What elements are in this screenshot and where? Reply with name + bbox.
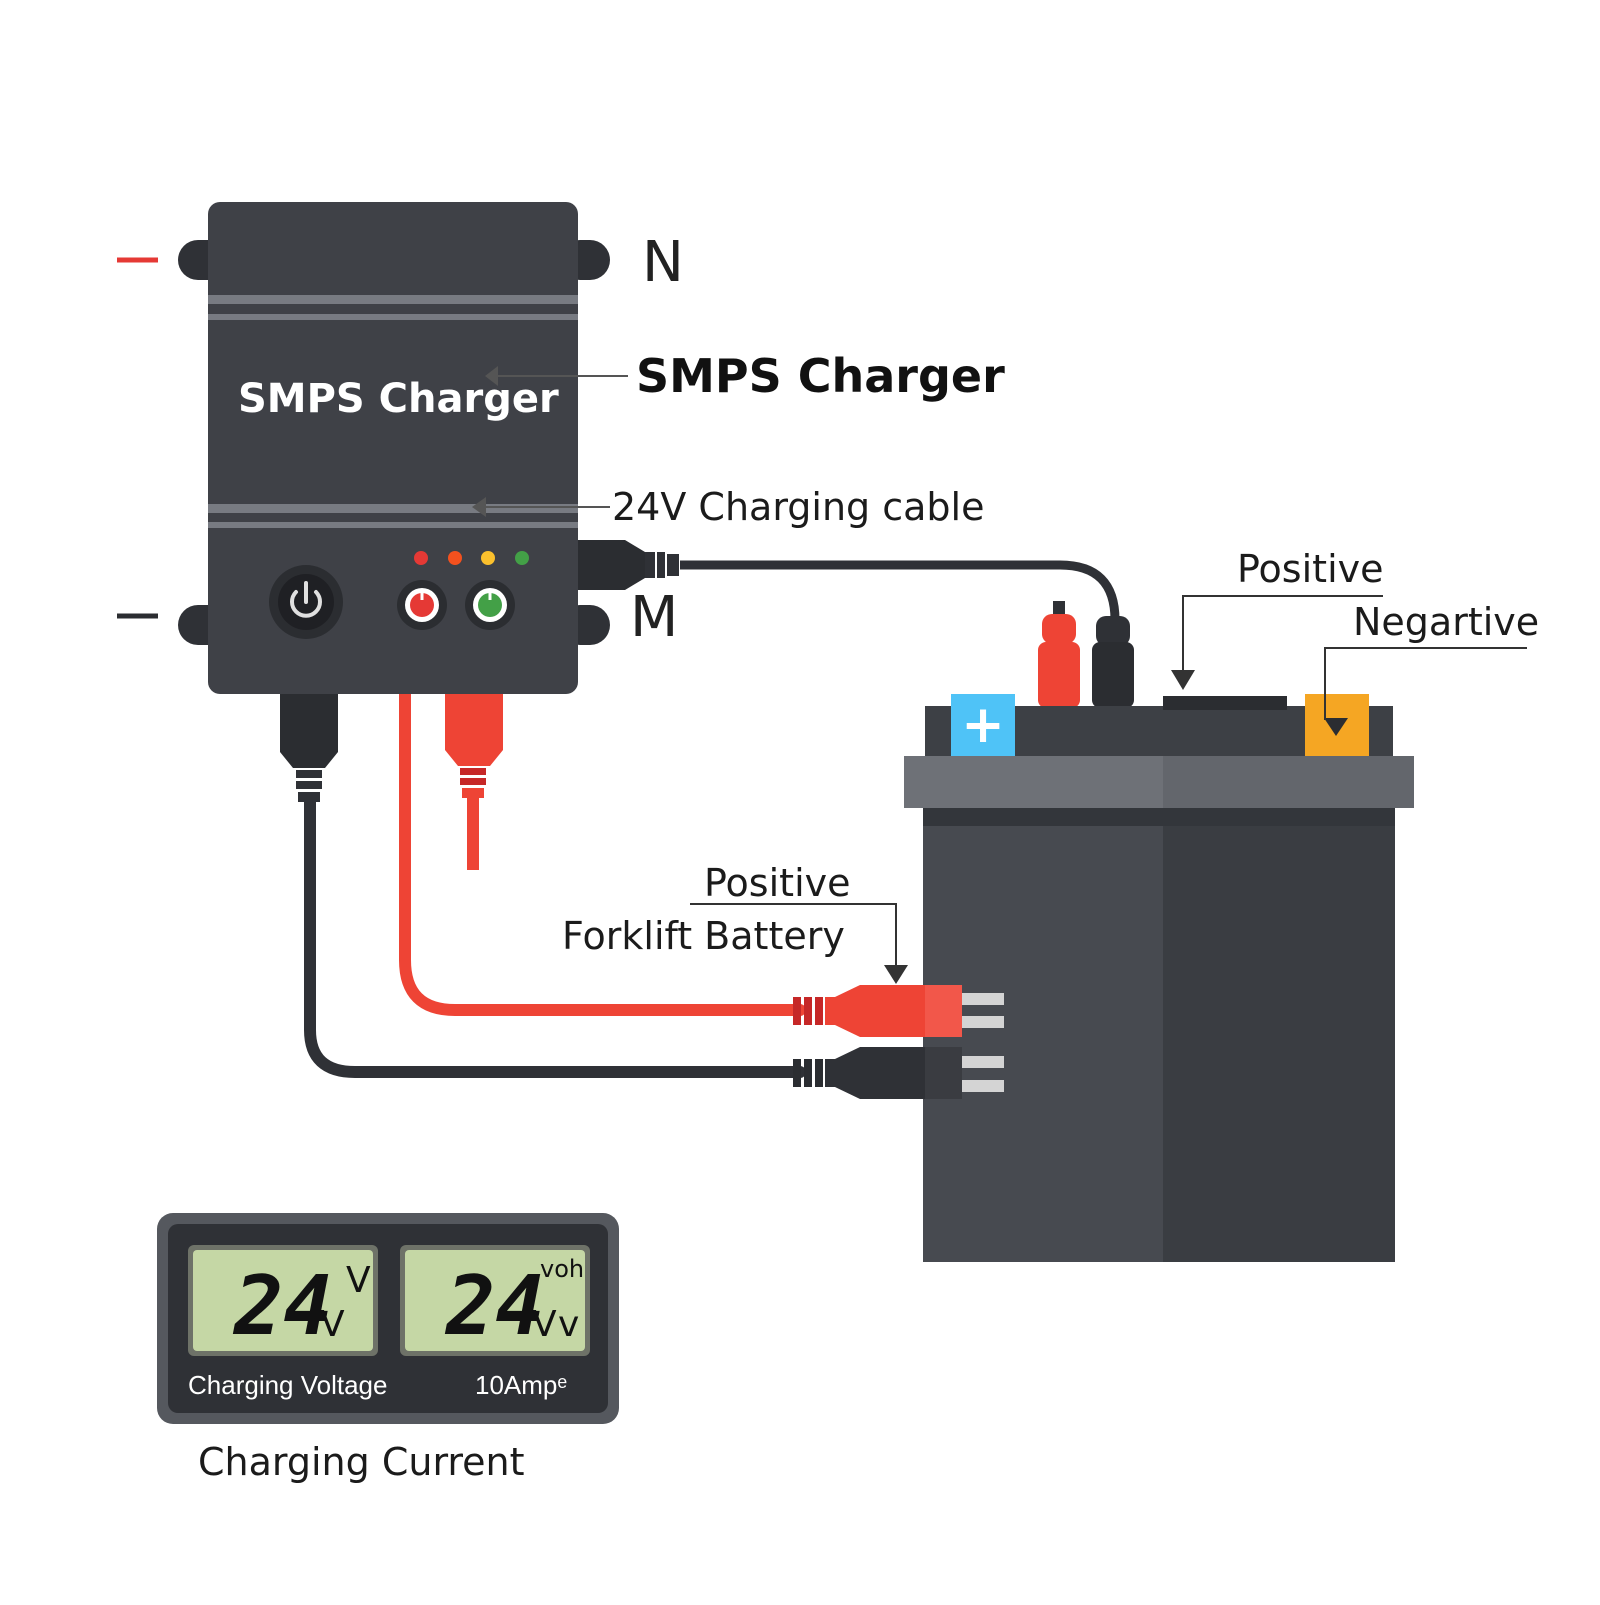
- black-battery-cable: [304, 794, 806, 1078]
- callout-arrow-side-positive: [884, 965, 908, 984]
- battery-body-shade: [1163, 808, 1395, 1262]
- lcd-voltage-value: 24: [232, 1259, 333, 1354]
- indicator-leds: [414, 551, 529, 565]
- label-smps-charger: SMPS Charger: [636, 349, 1005, 403]
- power-icon: [290, 590, 322, 618]
- top-black-clamp: [1092, 616, 1134, 708]
- side-cable-connector: [578, 540, 679, 590]
- lcd-current-value: 24: [444, 1259, 545, 1354]
- bottom-black-connector: [280, 694, 338, 802]
- lcd-voltage-superscript: V: [346, 1260, 371, 1301]
- battery-rim-shade: [1163, 756, 1414, 808]
- label-side-positive: Positive: [704, 861, 851, 905]
- top-red-clamp: [1038, 601, 1080, 708]
- label-top-negative: Negartive: [1353, 600, 1539, 644]
- callout-line-side-positive: [690, 903, 897, 968]
- label-top-positive: Positive: [1237, 547, 1384, 591]
- positive-terminal: [951, 694, 1015, 756]
- callout-arrow-cable: [472, 497, 486, 517]
- charger-stripe: [208, 295, 578, 304]
- digital-meter: 24 V V 24 V v voh Charging Voltage 10Amp…: [157, 1213, 619, 1424]
- terminal-label-n: N: [642, 230, 684, 295]
- indicator-led: [481, 551, 495, 565]
- side-port-pins: [962, 993, 1004, 1092]
- side-red-plug: [793, 985, 962, 1037]
- callout-arrow-top-positive: [1171, 670, 1195, 690]
- red-battery-cable: [399, 684, 806, 1016]
- power-button[interactable]: [269, 565, 343, 639]
- charger-stripe: [208, 522, 578, 528]
- terminal-label-m: M: [630, 585, 678, 650]
- red-output-knob[interactable]: [397, 580, 447, 630]
- callout-arrow-smps: [485, 366, 498, 386]
- callout-line-top-negative: [1324, 647, 1527, 720]
- battery-body-top-shadow: [923, 808, 1395, 826]
- charger-body-label: SMPS Charger: [238, 376, 559, 422]
- forklift-battery: +: [793, 601, 1414, 1262]
- positive-terminal-symbol: +: [961, 695, 1005, 755]
- meter-caption-voltage: Charging Voltage: [188, 1370, 387, 1400]
- label-forklift-battery: Forklift Battery: [562, 914, 845, 958]
- terminal-marks: N M: [117, 230, 684, 650]
- indicator-led: [515, 551, 529, 565]
- lcd-current-superscript: voh: [540, 1255, 584, 1283]
- label-charging-cable: 24V Charging cable: [612, 485, 985, 529]
- meter-caption-current: 10Ampᵉ: [475, 1370, 567, 1400]
- smps-charger: SMPS Charger: [178, 202, 679, 802]
- label-charging-current: Charging Current: [198, 1440, 525, 1484]
- callout-line-top-positive: [1182, 595, 1383, 674]
- callouts: [472, 366, 1527, 984]
- battery-vent-cap: [1163, 696, 1287, 710]
- indicator-led: [448, 551, 462, 565]
- lcd-voltage-screen: [193, 1250, 373, 1351]
- lcd-voltage-unit: V: [320, 1304, 345, 1345]
- green-output-knob[interactable]: [465, 580, 515, 630]
- indicator-led: [414, 551, 428, 565]
- bottom-red-connector: [445, 694, 503, 798]
- charger-stripe: [208, 314, 578, 320]
- charger-stripe: [208, 504, 578, 513]
- charger-body: [208, 202, 578, 694]
- lcd-current-unit-sub: v: [558, 1304, 579, 1345]
- side-black-plug: [793, 1047, 962, 1099]
- lcd-current-unit: V: [532, 1304, 557, 1345]
- lcd-current-screen: [405, 1250, 585, 1351]
- negative-terminal-arrow: [1324, 718, 1348, 736]
